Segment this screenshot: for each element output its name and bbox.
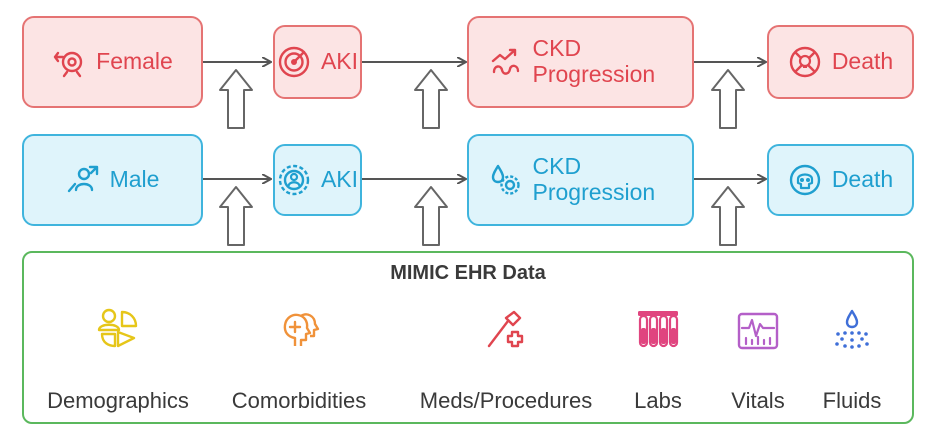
category-label-comorbidities: Comorbidities xyxy=(231,388,367,413)
venus-swirl-icon xyxy=(52,45,86,79)
up-arrow-female-aki xyxy=(219,69,253,129)
up-arrow-male-ckd xyxy=(414,186,448,246)
demographics-pie-icon xyxy=(96,306,140,350)
skull-crossbones-icon xyxy=(788,45,822,79)
male-node: Male xyxy=(22,134,203,226)
male-aki-label: AKI xyxy=(320,166,359,193)
male-label: Male xyxy=(109,166,160,193)
category-label-demographics: Demographics xyxy=(47,388,189,413)
test-tubes-icon xyxy=(636,308,680,352)
up-arrow-male-death xyxy=(711,186,745,246)
heads-plus-icon xyxy=(277,308,321,352)
target-icon xyxy=(277,45,311,79)
monitor-chart-icon xyxy=(736,310,780,354)
category-label-labs: Labs xyxy=(634,388,682,413)
droplet-spray-icon xyxy=(830,308,874,352)
syringe-cross-icon xyxy=(484,308,528,352)
male-death-node: Death xyxy=(767,144,914,216)
female-aki-label: AKI xyxy=(320,48,359,75)
person-arrow-icon xyxy=(66,163,100,197)
male-aki-node: AKI xyxy=(273,144,362,216)
category-label-fluids: Fluids xyxy=(822,388,882,413)
female-node: Female xyxy=(22,16,203,108)
up-arrow-male-aki xyxy=(219,186,253,246)
male-ckd-label: CKD Progression xyxy=(532,153,656,205)
female-death-label: Death xyxy=(831,48,894,75)
ehr-title: MIMIC EHR Data xyxy=(390,262,546,284)
male-ckd-node: CKD Progression xyxy=(467,134,694,226)
female-label: Female xyxy=(96,48,173,75)
droplet-gear-icon xyxy=(489,163,523,197)
male-death-label: Death xyxy=(831,166,894,193)
female-death-node: Death xyxy=(767,25,914,99)
skull-icon xyxy=(788,163,822,197)
trend-arrow-icon xyxy=(489,45,523,79)
up-arrow-female-ckd xyxy=(414,69,448,129)
female-aki-node: AKI xyxy=(273,25,362,99)
female-ckd-label: CKD Progression xyxy=(532,35,656,87)
category-label-vitals: Vitals xyxy=(731,388,785,413)
up-arrow-female-death xyxy=(711,69,745,129)
female-ckd-node: CKD Progression xyxy=(467,16,694,108)
category-label-meds-procedures: Meds/Procedures xyxy=(419,388,593,413)
person-circle-icon xyxy=(277,163,311,197)
ehr-data-box: MIMIC EHR Data xyxy=(22,251,914,424)
